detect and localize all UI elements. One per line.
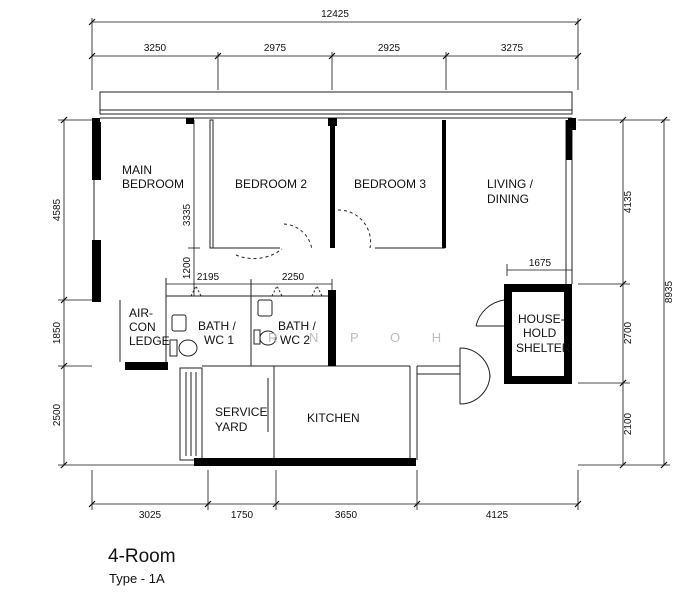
dim-overall-width: 12425 bbox=[321, 9, 349, 20]
dim-bottom-2: 1750 bbox=[231, 510, 254, 521]
dim-left-2: 1850 bbox=[52, 321, 63, 344]
dim-left-3: 2500 bbox=[52, 403, 63, 426]
dim-bath1-width: 2195 bbox=[197, 272, 220, 283]
room-service-yard-line1: SERVICE bbox=[215, 405, 267, 419]
heavy-walls bbox=[92, 118, 576, 466]
room-main-bedroom-line1: MAIN bbox=[122, 163, 152, 177]
room-bath-1-line2: WC 1 bbox=[204, 333, 234, 347]
dim-top-3: 2925 bbox=[378, 43, 401, 54]
dim-top-2: 2975 bbox=[264, 43, 287, 54]
dimension-lines bbox=[58, 18, 670, 510]
watermark: R N P O H bbox=[268, 330, 455, 345]
room-shelter-line1: HOUSE- bbox=[518, 312, 565, 326]
dim-right-1: 4135 bbox=[623, 190, 634, 213]
dim-bottom-4: 4125 bbox=[486, 510, 509, 521]
dim-bath2-width: 2250 bbox=[282, 272, 305, 283]
room-bedroom-3: BEDROOM 3 bbox=[354, 177, 426, 191]
room-bath-1-line1: BATH / bbox=[198, 319, 236, 333]
room-bath-2-line1: BATH / bbox=[278, 319, 316, 333]
room-living-dining-line1: LIVING / bbox=[487, 177, 534, 191]
dim-shelter-width: 1675 bbox=[529, 258, 552, 269]
doors bbox=[190, 209, 505, 432]
room-living-dining-line2: DINING bbox=[487, 192, 529, 206]
room-service-yard-line2: YARD bbox=[215, 420, 248, 434]
room-aircon-ledge-line3: LEDGE bbox=[129, 334, 170, 348]
plan-title: 4-Room bbox=[108, 546, 176, 567]
room-shelter-line3: SHELTER bbox=[516, 341, 571, 355]
room-kitchen: KITCHEN bbox=[307, 411, 360, 425]
dim-top-4: 3275 bbox=[501, 43, 524, 54]
room-bedroom-2: BEDROOM 2 bbox=[235, 177, 307, 191]
room-aircon-ledge-line2: CON bbox=[129, 320, 156, 334]
dim-top-1: 3250 bbox=[144, 43, 167, 54]
fixtures bbox=[169, 299, 277, 357]
plan-subtitle: Type - 1A bbox=[109, 571, 165, 586]
dim-left-1: 4585 bbox=[52, 198, 63, 221]
room-main-bedroom-line2: BEDROOM bbox=[122, 177, 184, 191]
dim-bedroom-depth: 3335 bbox=[182, 203, 193, 226]
dim-right-3: 2100 bbox=[623, 412, 634, 435]
room-aircon-ledge-line1: AIR- bbox=[129, 306, 153, 320]
dim-bottom-1: 3025 bbox=[139, 510, 162, 521]
dim-bottom-3: 3650 bbox=[335, 510, 358, 521]
dim-overall-height: 8935 bbox=[664, 280, 675, 303]
dimension-ticks bbox=[60, 18, 668, 508]
dim-right-2: 2700 bbox=[623, 321, 634, 344]
room-shelter-line2: HOLD bbox=[523, 326, 557, 340]
room-bath-2-line2: WC 2 bbox=[280, 333, 310, 347]
dim-bath1-depth: 1200 bbox=[182, 256, 193, 279]
thin-walls bbox=[93, 91, 573, 461]
